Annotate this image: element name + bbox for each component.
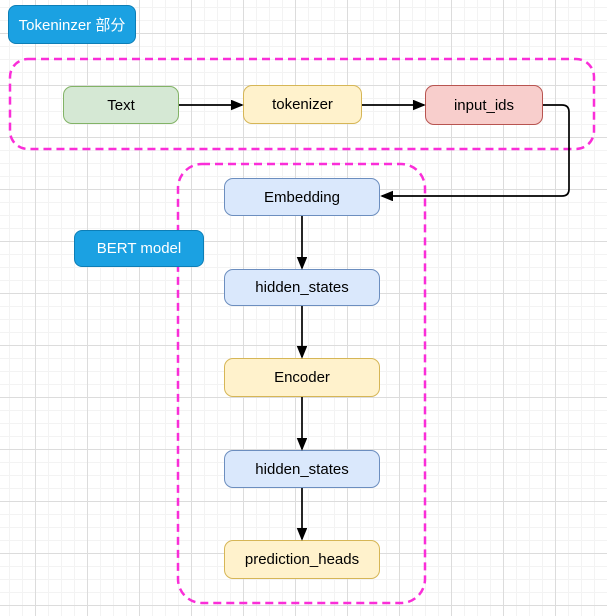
bert-model-label[interactable]: BERT model bbox=[74, 230, 204, 267]
node-encoder[interactable]: Encoder bbox=[224, 358, 380, 397]
node-prediction-heads[interactable]: prediction_heads bbox=[224, 540, 380, 579]
node-tokenizer[interactable]: tokenizer bbox=[243, 85, 362, 124]
node-input-ids[interactable]: input_ids bbox=[425, 85, 543, 125]
node-text[interactable]: Text bbox=[63, 86, 179, 124]
node-hidden-states-2[interactable]: hidden_states bbox=[224, 450, 380, 488]
node-embedding[interactable]: Embedding bbox=[224, 178, 380, 216]
node-hidden-states-1[interactable]: hidden_states bbox=[224, 269, 380, 306]
tokenizer-section-label[interactable]: Tokeninzer 部分 bbox=[8, 5, 136, 44]
